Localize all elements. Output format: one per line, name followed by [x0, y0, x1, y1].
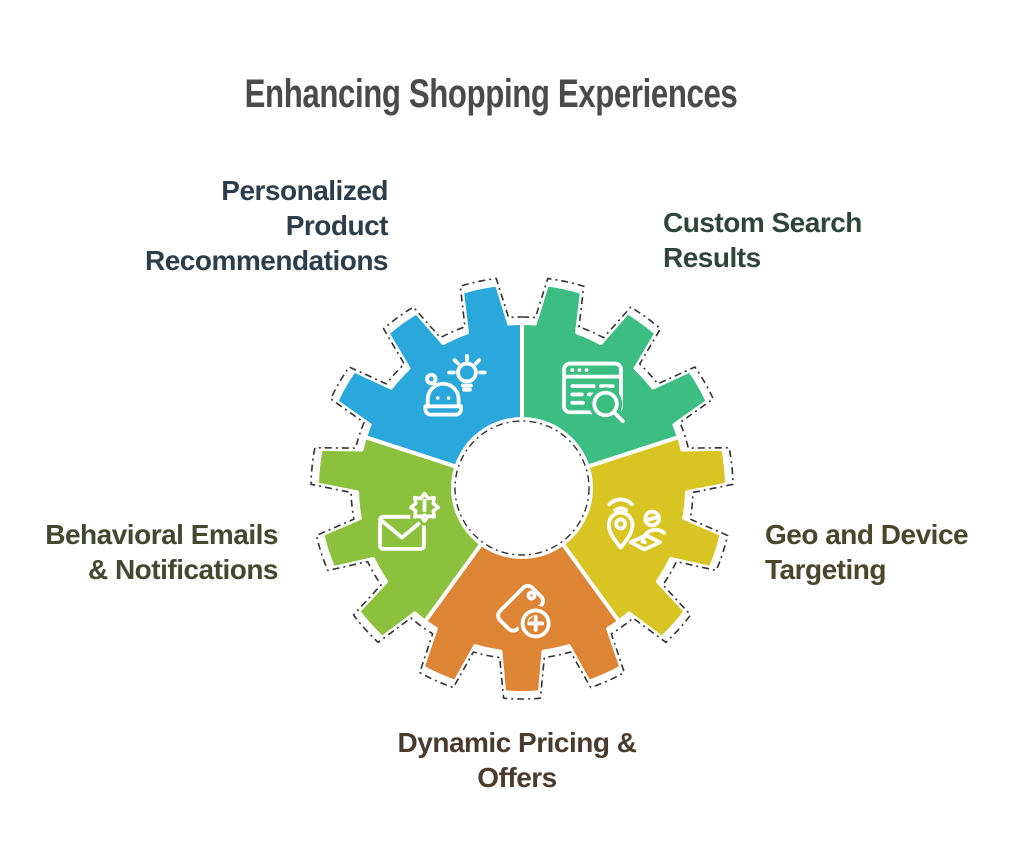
- label-dynamic-pricing-offers: Dynamic Pricing & Offers: [397, 727, 637, 793]
- label-geo-and-device-targeting: Geo and Device Targeting: [765, 519, 969, 585]
- page-title: Enhancing Shopping Experiences: [244, 72, 738, 116]
- label-personalized-product-recommendations: Personalized Product Recommendations: [145, 175, 389, 276]
- gear-outline-dashed: [310, 277, 734, 700]
- gear-hub-dashed-ring: [454, 420, 590, 556]
- gear-hub: [451, 417, 593, 559]
- label-behavioral-emails-notifications: Behavioral Emails & Notifications: [45, 519, 278, 585]
- label-custom-search-results: Custom Search Results: [663, 207, 862, 273]
